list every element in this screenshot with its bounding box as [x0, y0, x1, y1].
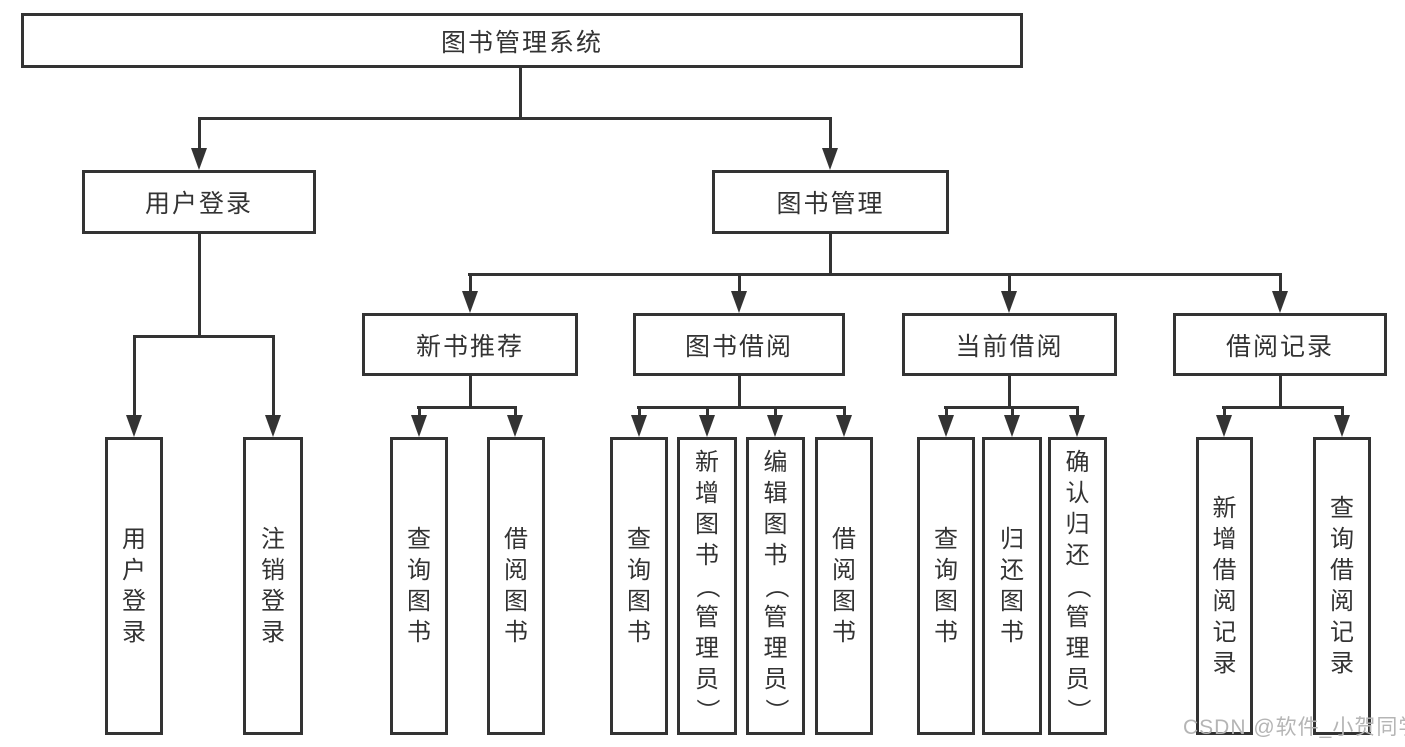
node-book-management: 图书管理 — [712, 170, 949, 234]
connector-bb-leaf3-drop — [774, 406, 777, 417]
connector-cb-leaf3-drop — [1076, 406, 1079, 417]
node-root: 图书管理系统 — [21, 13, 1023, 68]
arrowhead-login-leaf — [126, 415, 142, 437]
connector-nb-leaf2-drop — [514, 406, 517, 417]
leaf-logout: 注销登录 — [243, 437, 303, 735]
connector-current-stem — [1008, 376, 1011, 409]
connector-br-leaf2-drop — [1341, 406, 1344, 417]
node-new-book-recommend: 新书推荐 — [362, 313, 578, 376]
connector-level3-rail — [468, 273, 1282, 276]
connector-root-stem — [519, 68, 522, 120]
leaf-nb-query-books: 查询图书 — [390, 437, 448, 735]
connector-new-books-drop — [469, 273, 472, 295]
arrowhead-br-leaf2 — [1334, 415, 1350, 437]
node-borrowing-records-label: 借阅记录 — [1225, 332, 1334, 361]
leaf-cb-query-books: 查询图书 — [917, 437, 975, 735]
node-book-borrowing-label: 图书借阅 — [684, 332, 793, 361]
connector-book-mgmt-stem — [829, 234, 832, 276]
connector-new-books-rail — [417, 406, 517, 409]
arrowhead-logout-leaf — [265, 415, 281, 437]
connector-br-leaf1-drop — [1223, 406, 1226, 417]
arrowhead-nb-leaf1 — [411, 415, 427, 437]
node-user-login: 用户登录 — [82, 170, 316, 234]
arrowhead-bb-leaf1 — [631, 415, 647, 437]
arrowhead-cb-leaf2 — [1004, 415, 1020, 437]
node-user-login-label: 用户登录 — [144, 190, 253, 218]
leaf-bb-edit-books-admin: 编辑图书（管理员） — [746, 437, 805, 735]
connector-records-drop — [1279, 273, 1282, 295]
arrowhead-new-books — [462, 291, 478, 313]
arrowhead-user-login — [191, 148, 207, 170]
node-borrowing-records: 借阅记录 — [1173, 313, 1387, 376]
connector-borrowing-drop — [738, 273, 741, 295]
connector-borrowing-stem — [738, 376, 741, 409]
leaf-user-login-label: 用户登录 — [122, 526, 146, 646]
leaf-nb-borrow-books: 借阅图书 — [487, 437, 545, 735]
arrowhead-nb-leaf2 — [507, 415, 523, 437]
leaf-logout-label: 注销登录 — [261, 526, 285, 646]
leaf-cb-return-books: 归还图书 — [982, 437, 1042, 735]
leaf-cb-return-books-label: 归还图书 — [1000, 526, 1024, 646]
node-new-book-recommend-label: 新书推荐 — [415, 332, 524, 361]
leaf-cb-confirm-return-admin-label: 确认归还（管理员） — [1064, 448, 1091, 723]
connector-records-rail — [1222, 406, 1344, 409]
connector-cb-leaf1-drop — [945, 406, 948, 417]
arrowhead-br-leaf1 — [1216, 415, 1232, 437]
arrowhead-borrowing — [731, 291, 747, 313]
connector-level2-rail — [198, 117, 832, 120]
connector-login-leaf-drop — [133, 335, 136, 417]
connector-nb-leaf1-drop — [418, 406, 421, 417]
node-current-borrowing-label: 当前借阅 — [955, 332, 1064, 361]
csdn-watermark: CSDN @软件_小贺同学 — [1183, 716, 1405, 739]
arrowhead-cb-leaf1 — [938, 415, 954, 437]
connector-current-drop — [1008, 273, 1011, 295]
leaf-user-login: 用户登录 — [105, 437, 163, 735]
leaf-bb-query-books: 查询图书 — [610, 437, 668, 735]
leaf-br-add-record: 新增借阅记录 — [1196, 437, 1253, 735]
connector-user-login-stem — [198, 234, 201, 338]
arrowhead-cb-leaf3 — [1069, 415, 1085, 437]
connector-book-mgmt-drop — [829, 117, 832, 150]
leaf-nb-borrow-books-label: 借阅图书 — [504, 526, 528, 646]
connector-bb-leaf2-drop — [706, 406, 709, 417]
leaf-bb-add-books-admin: 新增图书（管理员） — [677, 437, 737, 735]
node-book-management-label: 图书管理 — [776, 190, 885, 218]
arrowhead-bb-leaf3 — [767, 415, 783, 437]
leaf-bb-borrow-books-label: 借阅图书 — [832, 526, 856, 646]
connector-user-login-drop — [198, 117, 201, 150]
connector-records-stem — [1279, 376, 1282, 409]
leaf-bb-borrow-books: 借阅图书 — [815, 437, 873, 735]
node-root-label: 图书管理系统 — [440, 28, 603, 57]
connector-bb-leaf1-drop — [638, 406, 641, 417]
arrowhead-book-mgmt — [822, 148, 838, 170]
connector-borrowing-rail — [637, 406, 846, 409]
leaf-br-add-record-label: 新增借阅记录 — [1212, 495, 1237, 677]
leaf-bb-edit-books-admin-label: 编辑图书（管理员） — [762, 448, 789, 723]
leaf-nb-query-books-label: 查询图书 — [407, 526, 431, 646]
arrowhead-records — [1272, 291, 1288, 313]
leaf-cb-query-books-label: 查询图书 — [934, 526, 958, 646]
arrowhead-bb-leaf2 — [699, 415, 715, 437]
connector-cb-leaf2-drop — [1011, 406, 1014, 417]
leaf-cb-confirm-return-admin: 确认归还（管理员） — [1048, 437, 1107, 735]
connector-bb-leaf4-drop — [843, 406, 846, 417]
leaf-br-query-record: 查询借阅记录 — [1313, 437, 1371, 735]
arrowhead-bb-leaf4 — [836, 415, 852, 437]
connector-new-books-stem — [469, 376, 472, 409]
leaf-bb-query-books-label: 查询图书 — [627, 526, 651, 646]
arrowhead-current — [1001, 291, 1017, 313]
connector-logout-leaf-drop — [272, 335, 275, 417]
node-book-borrowing: 图书借阅 — [633, 313, 845, 376]
node-current-borrowing: 当前借阅 — [902, 313, 1117, 376]
leaf-bb-add-books-admin-label: 新增图书（管理员） — [693, 448, 721, 723]
leaf-br-query-record-label: 查询借阅记录 — [1330, 495, 1354, 677]
connector-user-login-rail — [133, 335, 275, 338]
